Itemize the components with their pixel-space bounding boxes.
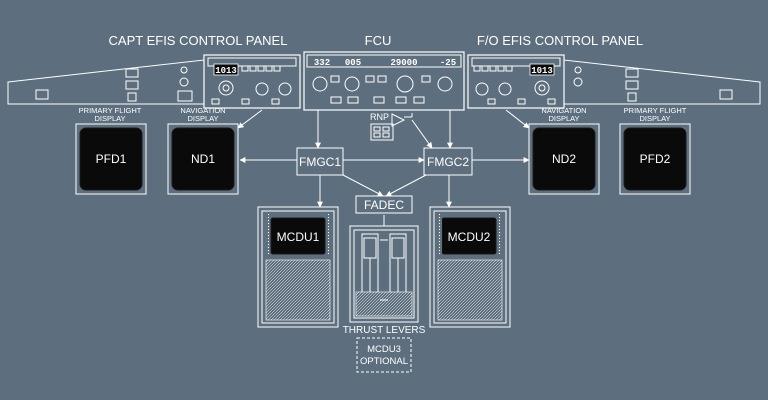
- mcdu1-unit: MCDU1: [257, 206, 339, 328]
- mcdu3-label: MCDU3: [367, 344, 401, 355]
- fcu-title: FCU: [365, 33, 392, 48]
- fadec-label: FADEC: [364, 198, 404, 212]
- fcu-alt-readout: 29000: [390, 58, 417, 68]
- nd1-unit: ND1: [167, 123, 239, 195]
- mcdu1-screen-label: MCDU1: [277, 230, 320, 244]
- fcu-vs-readout: -25: [440, 58, 456, 68]
- connections: [237, 109, 530, 226]
- thrust-levers-label: THRUST LEVERS: [343, 325, 426, 336]
- fcu-spd-readout: 332: [314, 58, 330, 68]
- fo-efis-title: F/O EFIS CONTROL PANEL: [477, 33, 643, 48]
- mcdu3-optional-label: OPTIONAL: [360, 356, 408, 367]
- fo-efis-panel: 1013: [467, 54, 565, 109]
- pfd1-screen-label: PFD1: [96, 152, 127, 166]
- pfd1-unit: PFD1: [75, 123, 147, 195]
- nd2-caption-2: DISPLAY: [548, 114, 579, 123]
- pfd2-caption-1: PRIMARY FLIGHT: [624, 106, 687, 115]
- pfd2-caption-2: DISPLAY: [639, 114, 670, 123]
- nd1-caption-1: NAVIGATION: [180, 106, 225, 115]
- mcdu2-unit: MCDU2: [429, 206, 511, 328]
- pfd2-screen-label: PFD2: [640, 152, 671, 166]
- capt-efis-panel: 1013: [203, 54, 301, 109]
- nd2-screen-label: ND2: [552, 152, 576, 166]
- rnp-label: RNP: [370, 112, 389, 122]
- fadec-box: FADEC: [355, 195, 413, 214]
- fmgc2-box: FMGC2: [423, 147, 473, 176]
- capt-efis-title: CAPT EFIS CONTROL PANEL: [109, 33, 288, 48]
- nd1-screen-label: ND1: [191, 152, 215, 166]
- nd2-unit: ND2: [528, 123, 600, 195]
- mcdu3-optional: MCDU3 OPTIONAL: [356, 337, 412, 373]
- pfd1-caption-1: PRIMARY FLIGHT: [79, 106, 142, 115]
- mcdu2-screen-label: MCDU2: [448, 230, 491, 244]
- rnp-unit: RNP: [370, 112, 413, 141]
- nd1-caption-2: DISPLAY: [187, 114, 218, 123]
- capt-baro-readout: 1013: [215, 66, 237, 76]
- fmgc2-label: FMGC2: [427, 155, 469, 169]
- nd2-caption-1: NAVIGATION: [541, 106, 586, 115]
- pfd1-caption-2: DISPLAY: [94, 114, 125, 123]
- fcu-hdg-readout: 005: [345, 58, 361, 68]
- pfd2-unit: PFD2: [619, 123, 691, 195]
- fcu-panel: 332 005 29000 -25: [303, 51, 465, 111]
- fo-baro-readout: 1013: [531, 66, 553, 76]
- fmgc1-box: FMGC1: [296, 147, 344, 176]
- thrust-levers: [349, 225, 419, 323]
- fmgc1-label: FMGC1: [299, 155, 341, 169]
